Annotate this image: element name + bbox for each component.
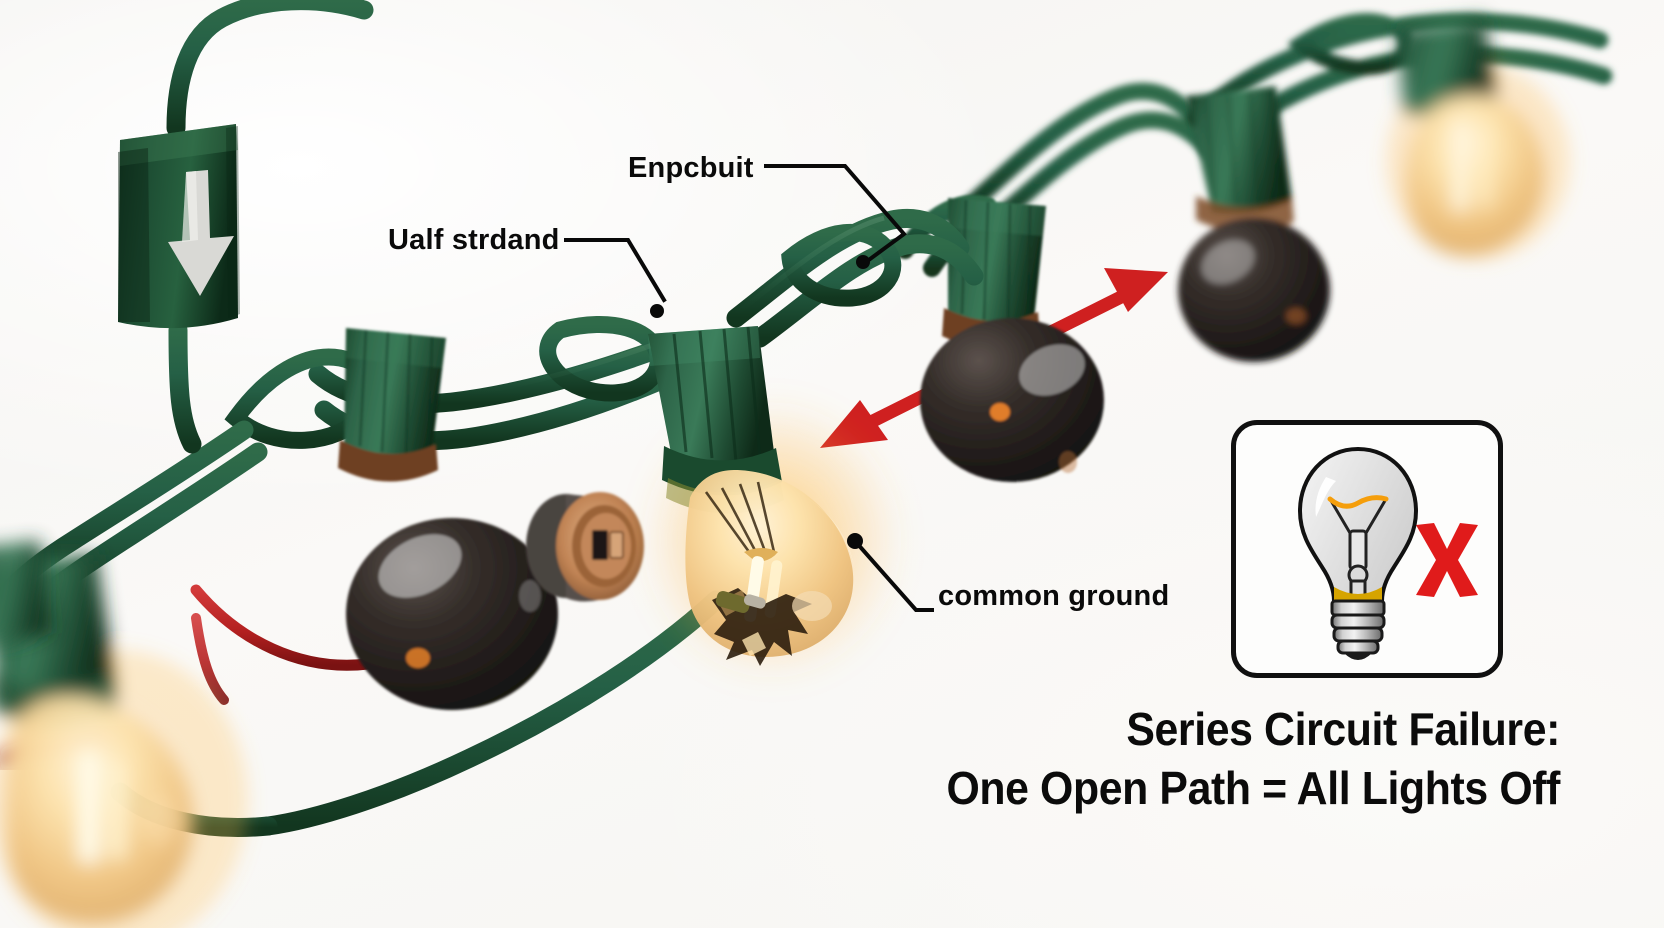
lit-bulb-foreground-left: [0, 554, 248, 928]
lit-bulb-far-right: [1386, 18, 1570, 260]
callout-half-strand-label: Ualf strdand: [388, 224, 560, 256]
burnt-bulb-top-right: [1178, 86, 1330, 362]
title-block: Series Circuit Failure: One Open Path = …: [760, 700, 1560, 818]
burnt-bulb-left: [338, 328, 558, 710]
inline-fuse-plug: [118, 124, 240, 329]
title-line-1: Series Circuit Failure:: [1126, 703, 1560, 755]
red-x-icon: [1408, 521, 1486, 599]
bulb-edge-left: [0, 540, 52, 642]
callout-common-ground-label: common ground: [938, 580, 1170, 612]
title-line-2: One Open Path = All Lights Off: [946, 761, 1560, 814]
plug-lead-wire: [166, 0, 374, 454]
dead-bulb-icon: [1292, 435, 1424, 673]
callout-end-circuit-label: Enpcbuit: [628, 152, 754, 184]
empty-socket: [526, 492, 644, 602]
dead-bulb-icon-card: [1231, 420, 1503, 678]
lit-bulb-center: [642, 326, 902, 680]
